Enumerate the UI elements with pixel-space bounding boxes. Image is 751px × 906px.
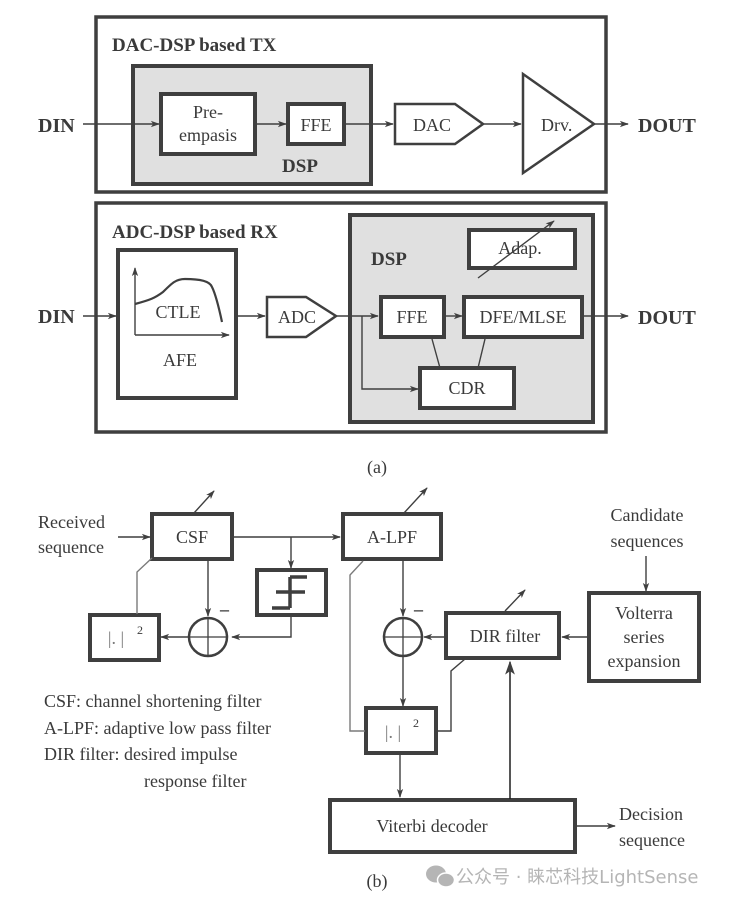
candidate-label-2: sequences (611, 531, 684, 551)
summing-junction-1 (187, 616, 229, 658)
tx-dout-label: DOUT (638, 115, 696, 137)
decision-label-2: sequence (619, 830, 685, 850)
caption-b: (b) (367, 871, 388, 892)
sum1-minus-sign: – (219, 599, 230, 619)
abs2-to-alpf-feedback (349, 560, 365, 732)
ctle-response-curve (134, 277, 224, 323)
abs-square-exp-2: 2 (413, 716, 419, 730)
dac-block (393, 102, 486, 146)
adc-block (265, 295, 339, 339)
cdr-label: CDR (448, 378, 485, 398)
tx-ffe-block (286, 102, 346, 146)
abs-square-block-2 (364, 706, 438, 755)
wechat-icon (426, 865, 456, 888)
candidate-label-1: Candidate (611, 505, 684, 525)
pre-emphasis-label-1: Pre- (193, 102, 223, 122)
decision-label-1: Decision (619, 804, 683, 824)
rx-ffe-block (379, 295, 446, 339)
rx-dout-label: DOUT (638, 307, 696, 329)
legend-line-4: response filter (144, 771, 246, 791)
volterra-label-2: series (624, 627, 665, 647)
dir-filter-block (444, 611, 561, 660)
summing-junction-2 (382, 616, 424, 658)
watermark-text: 公众号 · 睐芯科技LightSense (456, 867, 698, 888)
legend-line-3: DIR filter: desired impulse (44, 744, 237, 764)
volterra-block (587, 591, 701, 683)
legend-line-2: A-LPF: adaptive low pass filter (44, 718, 271, 738)
tx-din-label: DIN (38, 115, 75, 137)
rx-ffe-label: FFE (396, 307, 427, 327)
adc-to-cdr-arrow (361, 316, 419, 393)
viterbi-label: Viterbi decoder (376, 816, 487, 836)
adap-adjust-arrow (477, 220, 555, 279)
rx-dsp-label: DSP (371, 249, 407, 270)
rx-section: ADC-DSP based RX DIN CTLE AFE ADC DSP Ad… (38, 201, 696, 434)
dfe-mlse-block (462, 295, 584, 339)
abs-square-block-1 (88, 613, 161, 662)
dfe-cdr-link (477, 338, 486, 369)
received-label-2: sequence (38, 537, 104, 557)
slicer-to-sum-arrow (231, 617, 292, 641)
driver-block (521, 71, 597, 176)
adc-label: ADC (278, 307, 316, 327)
rx-din-label: DIN (38, 306, 75, 328)
abs-square-label-1: |. | (108, 628, 124, 648)
adap-block (467, 228, 577, 270)
tx-ffe-label: FFE (300, 115, 331, 135)
dir-filter-label: DIR filter (470, 626, 540, 646)
sum2-minus-sign: – (413, 599, 424, 619)
tx-title: DAC-DSP based TX (112, 35, 277, 56)
csf-label: CSF (176, 527, 208, 547)
received-label-1: Received (38, 512, 105, 532)
pre-emphasis-block (159, 92, 257, 156)
alpf-block (341, 512, 443, 561)
driver-label: Drv. (541, 115, 572, 135)
cdr-block (418, 366, 516, 410)
abs2-to-dir-feedback (437, 658, 466, 732)
legend-line-1: CSF: channel shortening filter (44, 691, 261, 711)
dir-adjust-arrow (504, 589, 526, 612)
alpf-label: A-LPF (367, 527, 417, 547)
slicer-step-icon (272, 575, 307, 610)
viterbi-block (328, 798, 577, 854)
alpf-adjust-arrow (403, 487, 428, 514)
figure-b: Received sequence CSF – |. | 2 (38, 487, 701, 854)
abs-square-exp-1: 2 (137, 623, 143, 637)
dfe-mlse-label: DFE/MLSE (479, 307, 566, 327)
dac-label: DAC (413, 115, 451, 135)
afe-label: AFE (163, 350, 197, 370)
abs-square-label-2: |. | (385, 722, 401, 742)
csf-block (150, 512, 234, 561)
rx-title: ADC-DSP based RX (112, 222, 278, 243)
pre-emphasis-label-2: empasis (179, 125, 237, 145)
adap-label: Adap. (498, 238, 542, 258)
abs1-to-csf-feedback (136, 557, 153, 614)
ctle-label: CTLE (156, 302, 201, 322)
volterra-label-3: expansion (608, 651, 681, 671)
ffe-cdr-link (431, 338, 441, 369)
csf-adjust-arrow (193, 490, 215, 514)
tx-dsp-label: DSP (282, 156, 318, 177)
caption-a: (a) (367, 457, 387, 478)
watermark: 公众号 · 睐芯科技LightSense (426, 865, 698, 888)
volterra-label-1: Volterra (615, 603, 673, 623)
tx-section: DAC-DSP based TX DSP DIN Pre- empasis FF… (38, 15, 696, 194)
